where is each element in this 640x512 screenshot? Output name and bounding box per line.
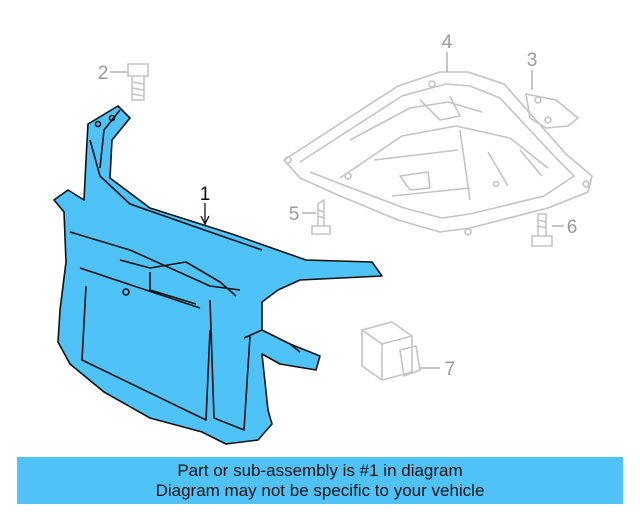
callout-number-4: 4 [442,32,453,53]
bracket-part-3 [525,93,579,129]
caption-banner: Part or sub-assembly is #1 in diagram Di… [17,457,623,504]
callout-number-3: 3 [527,50,538,71]
engine-shield-part-4 [283,71,593,236]
callout-number-7: 7 [445,359,456,380]
bolt-part-2 [127,63,149,101]
caption-line-2: Diagram may not be specific to your vehi… [155,480,485,500]
screw-part-6 [531,213,553,247]
callout-number-5: 5 [289,204,300,225]
radiator-support-part-1 [53,105,383,445]
caption-line-1: Part or sub-assembly is #1 in diagram [177,460,463,480]
leader-arrow-1 [200,215,210,226]
callout-number-1: 1 [200,184,211,205]
callout-number-2: 2 [98,63,109,84]
clip-part-7 [361,321,421,381]
screw-part-5 [311,198,331,235]
callout-number-6: 6 [567,217,578,238]
leader-lines [110,52,564,369]
